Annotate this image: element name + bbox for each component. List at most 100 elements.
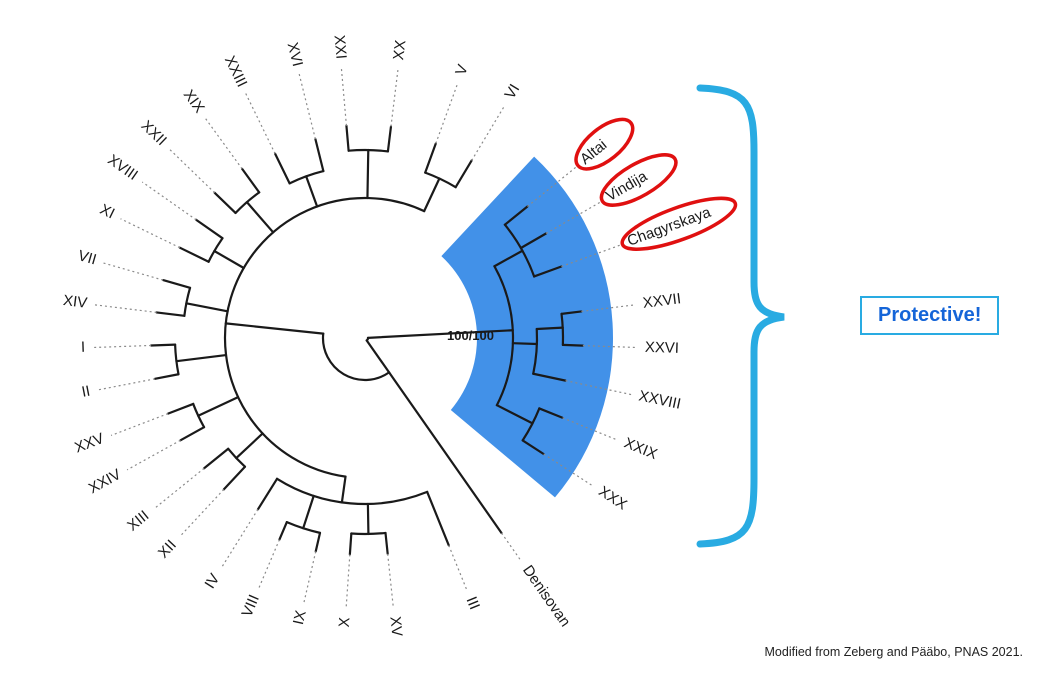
leaf-leader-line (141, 181, 197, 221)
taxon-label-XIV: XIV (62, 292, 88, 312)
taxon-label-XXII: XXII (138, 117, 170, 149)
tree-branch (366, 502, 370, 536)
leaf-leader-line (120, 218, 181, 249)
leaf-leader-line (340, 66, 348, 126)
protective-callout: Protective! (860, 296, 1000, 335)
tree-branch (222, 465, 247, 491)
tree-branch (348, 532, 353, 556)
leaf-leader-line (179, 488, 225, 538)
tree-branch (511, 342, 538, 346)
red-circle-Chagyrskaya (620, 196, 738, 251)
tree-branch (532, 372, 567, 382)
taxon-label-IX: IX (290, 609, 310, 627)
leaf-leader-line (93, 344, 152, 349)
leaf-leader-line (258, 539, 280, 589)
taxon-label-XI: XI (97, 201, 117, 222)
curly-bracket (696, 84, 785, 548)
taxon-label-XXIII: XXIII (221, 53, 251, 90)
tree-branch (179, 426, 206, 442)
leaf-leader-line (94, 304, 157, 314)
tree-branch (384, 531, 389, 555)
protective-label: Protective! (878, 304, 982, 326)
bootstrap-label: 100/100 (447, 328, 494, 343)
leaf-leader-line (110, 413, 169, 437)
red-circle-Altai (574, 117, 635, 171)
taxon-label-VIII: VIII (238, 592, 262, 619)
tree-arc (321, 332, 391, 382)
taxon-label-XXVI: XXVI (645, 339, 680, 357)
tree-branch (162, 279, 192, 289)
tree-branch (533, 265, 563, 278)
tree-arc (207, 237, 224, 263)
tree-branch (150, 343, 177, 347)
taxon-label-XXIV: XXIV (86, 466, 124, 497)
tree-arc (183, 286, 192, 317)
taxon-label-XII: XII (155, 537, 180, 562)
tree-branch (153, 373, 180, 380)
tree-branch (185, 302, 229, 313)
leaf-leader-line (126, 439, 181, 471)
tree-branch (241, 167, 261, 194)
tree-branch (560, 310, 583, 315)
taxon-label-XVIII: XVIII (104, 151, 140, 184)
leaf-leader-line (298, 73, 316, 140)
tree-branch (314, 531, 322, 553)
tree-branch (203, 447, 230, 470)
tree-arc (275, 477, 429, 506)
leaf-leader-line (448, 545, 468, 591)
tree-branch (302, 494, 315, 530)
tree-branch (365, 339, 391, 374)
tree-branch (175, 353, 228, 363)
tree-branch (305, 175, 319, 208)
tree-branch (495, 404, 534, 425)
leaf-leader-line (387, 553, 395, 609)
tree-arc (174, 343, 180, 376)
taxon-label-VI: VI (501, 81, 523, 102)
tree-branch (535, 326, 564, 331)
leaf-leader-line (435, 82, 459, 144)
tree-branch (519, 232, 548, 250)
tree-branch (426, 490, 450, 547)
tree-arc (503, 223, 536, 278)
tree-branch (340, 475, 347, 504)
leaf-leader-line (582, 345, 637, 349)
tree-branch (386, 125, 393, 153)
taxon-label-III: III (463, 594, 483, 612)
taxon-label-VII: VII (76, 247, 98, 268)
tree-branch (493, 249, 524, 268)
tree-arc (223, 196, 426, 478)
leaf-leader-line (545, 201, 601, 235)
leaf-leader-line (501, 532, 522, 562)
leaf-leader-line (245, 93, 276, 155)
tree-branch (503, 205, 529, 226)
tree-branch (345, 124, 350, 152)
leaf-leader-line (97, 378, 156, 391)
leaf-leader-line (561, 244, 621, 268)
taxon-label-XXIX: XXIX (622, 435, 660, 464)
tree-branch (256, 477, 279, 511)
tree-branch (213, 249, 245, 270)
leaf-leader-line (390, 67, 399, 127)
tree-arc (493, 265, 515, 407)
leaf-leader-line (345, 554, 351, 610)
tree-branch (521, 439, 545, 456)
tree-branch (387, 371, 503, 535)
leaf-leader-line (471, 104, 506, 161)
tree-branch (166, 402, 195, 415)
leaf-leader-line (303, 551, 317, 604)
tree-branch (423, 177, 441, 213)
taxon-label-XX: XX (390, 39, 409, 61)
leaf-leader-line (204, 117, 243, 170)
tree-branch (155, 311, 186, 317)
taxon-label-XXVIII: XXVIII (637, 387, 682, 412)
tree-branch (278, 521, 288, 541)
taxon-label-Denisovan: Denisovan (519, 562, 574, 630)
taxon-label-XIII: XIII (124, 507, 152, 534)
taxon-label-IV: IV (201, 571, 223, 592)
tree-branch (538, 407, 564, 419)
taxon-label-XXX: XXX (595, 483, 629, 514)
taxon-label-XVI: XVI (284, 41, 306, 69)
tree-branch (366, 148, 370, 200)
leaf-leader-line (103, 262, 164, 281)
taxon-label-X: X (336, 617, 354, 628)
